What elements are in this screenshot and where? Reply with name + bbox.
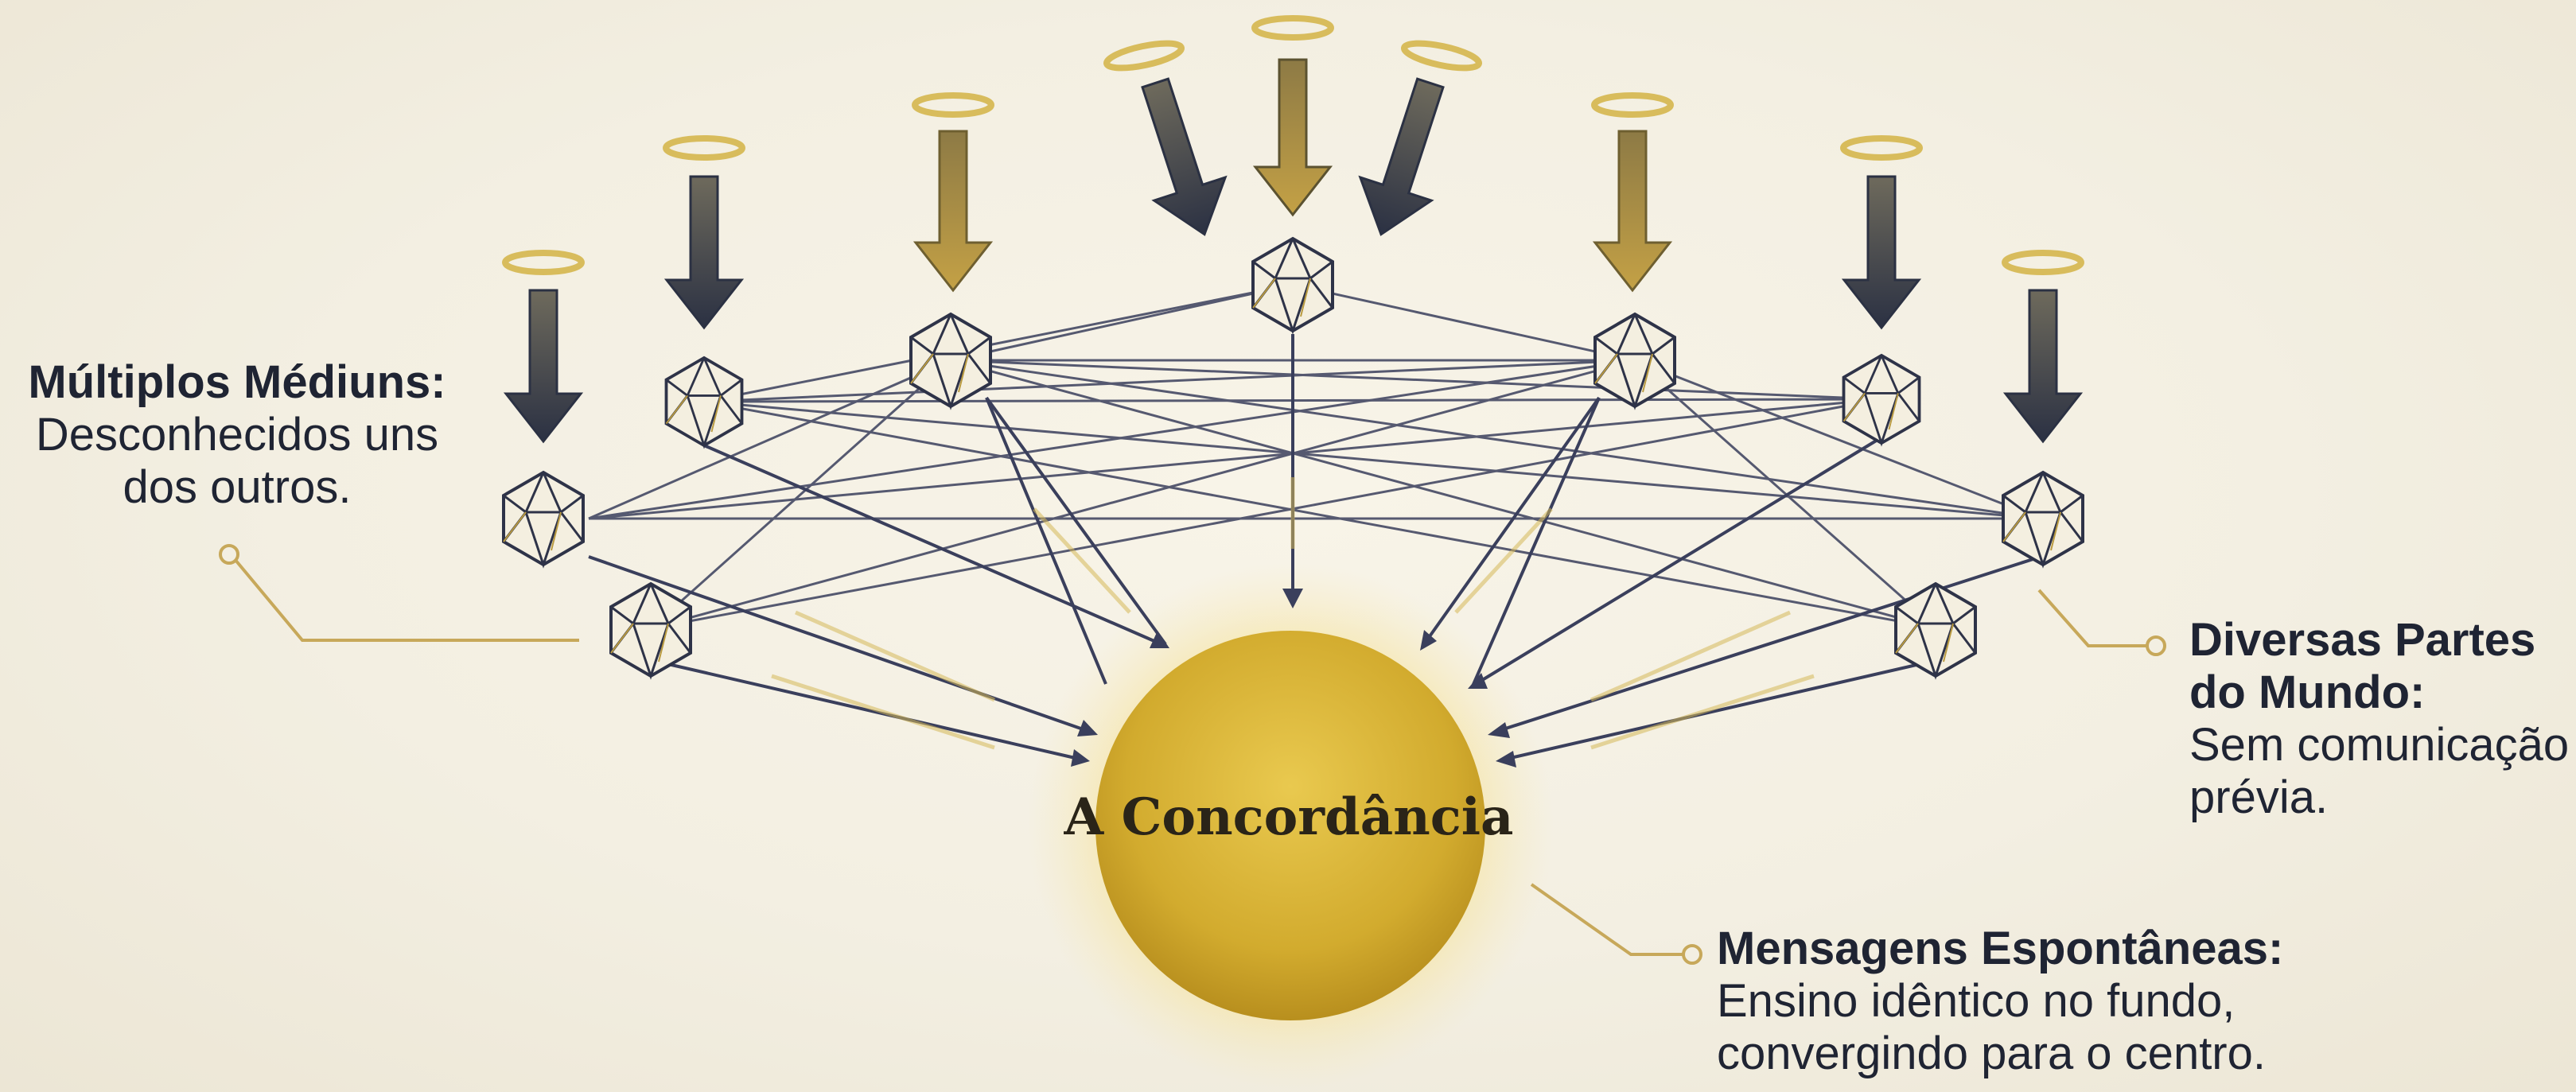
medium-node: [502, 471, 585, 566]
label-line: dos outros.: [123, 461, 352, 513]
label-title: Mensagens Espontâneas:: [1717, 923, 2284, 974]
medium-node: [609, 582, 692, 678]
label-line: Sem comunicação: [2189, 719, 2570, 771]
label-title: do Mundo:: [2189, 666, 2426, 718]
label-line: convergindo para o centro.: [1717, 1028, 2266, 1079]
label-line: Ensino idêntico no fundo,: [1717, 975, 2236, 1027]
label-diverse-parts: Diversas Partes do Mundo: Sem comunicaçã…: [2189, 614, 2571, 824]
label-title: Diversas Partes: [2189, 614, 2536, 666]
converging-arrows: [588, 334, 2041, 768]
callout-lines: [229, 553, 2148, 956]
gold-rays: [771, 477, 1815, 750]
label-multiple-mediums: Múltiplos Médiuns: Desconhecidos uns dos…: [14, 356, 460, 514]
medium-node: [664, 356, 744, 447]
down-arrows: [503, 58, 2084, 444]
medium-node: [2002, 471, 2084, 566]
medium-node: [1842, 353, 1921, 445]
center-sphere: [1095, 631, 1485, 1020]
medium-node: [1251, 237, 1334, 332]
medium-node: [1593, 313, 1676, 408]
label-line: Desconhecidos uns: [35, 409, 439, 461]
center-label: A Concordância: [1064, 787, 1514, 847]
label-title: Múltiplos Médiuns:: [28, 356, 446, 408]
label-line: prévia.: [2189, 771, 2329, 823]
callout-dots: [219, 544, 2166, 965]
medium-node: [1894, 582, 1977, 678]
label-spontaneous-messages: Mensagens Espontâneas: Ensino idêntico n…: [1717, 923, 2560, 1080]
halos: [502, 15, 2084, 275]
